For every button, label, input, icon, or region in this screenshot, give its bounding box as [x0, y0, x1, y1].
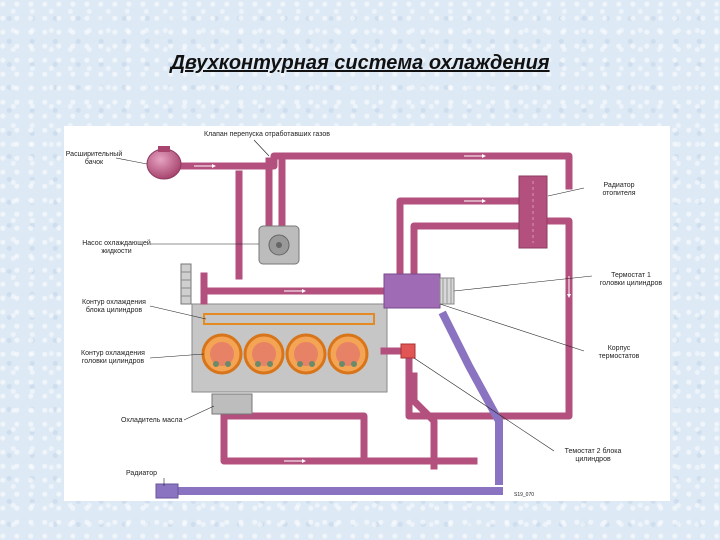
expansion-tank — [146, 146, 182, 180]
cylinder-2 — [243, 333, 285, 375]
cylinder-3 — [285, 333, 327, 375]
label-block-circuit: Контур охлаждения блока цилиндров — [74, 299, 154, 315]
label-heater-radiator: Радиатор отопителя — [584, 182, 654, 198]
label-heater-radiator-line1: Радиатор — [603, 182, 635, 189]
flow-arrows — [194, 154, 571, 463]
coolant-pump — [258, 225, 300, 265]
label-thermostat-1-line1: Термостат 1 — [611, 272, 651, 279]
cooling-system-diagram: Клапан перепуска отработавших газов Расш… — [64, 126, 670, 501]
label-head-circuit: Контур охлаждения головки цилиндров — [72, 350, 154, 366]
label-coolant-pump-line1: Насос охлаждающей — [82, 240, 151, 247]
thermostat-2 — [400, 343, 416, 359]
leader-lines — [115, 139, 593, 486]
label-thermostat-housing-line1: Корпус — [607, 345, 631, 352]
label-thermostat-housing: Корпус термостатов — [584, 345, 654, 361]
label-oil-cooler: Охладитель масла — [121, 417, 183, 424]
label-heater-radiator-line2: отопителя — [602, 190, 636, 197]
slide-title: Двухконтурная система охлаждения — [170, 52, 550, 74]
cylinder-4 — [327, 333, 369, 375]
label-expansion-tank-line1: Расширительный — [65, 151, 123, 158]
thermostat-housing — [383, 273, 455, 309]
engine-block — [191, 303, 388, 393]
label-figure-code: S19_070 — [514, 492, 535, 498]
label-bypass-valve: Клапан перепуска отработавших газов — [204, 131, 330, 138]
main-radiator — [155, 483, 179, 499]
label-thermostat-2-line2: цилиндров — [575, 456, 611, 463]
label-block-circuit-line1: Контур охлаждения — [82, 299, 146, 306]
label-thermostat-1-line2: головки цилиндров — [599, 280, 663, 287]
cold-coolant-pipes — [160, 310, 503, 495]
label-coolant-pump-line2: жидкости — [101, 248, 132, 255]
pulley — [180, 263, 192, 305]
label-radiator: Радиатор — [126, 470, 157, 477]
label-thermostat-housing-line2: термостатов — [598, 353, 640, 360]
label-head-circuit-line1: Контур охлаждения — [81, 350, 145, 357]
cooling-diagram-svg — [115, 139, 593, 499]
label-expansion-tank: Расширительный бачок — [64, 151, 124, 167]
cylinder-1 — [201, 333, 243, 375]
label-thermostat-2-line1: Темостат 2 блока — [564, 448, 622, 455]
label-head-circuit-line2: головки цилиндров — [81, 358, 145, 365]
label-block-circuit-line2: блока цилиндров — [85, 307, 143, 314]
label-coolant-pump: Насос охлаждающей жидкости — [79, 240, 154, 256]
oil-cooler — [211, 393, 253, 415]
label-thermostat-2: Темостат 2 блока цилиндров — [548, 448, 638, 464]
label-expansion-tank-line2: бачок — [84, 159, 104, 166]
heater-radiator — [518, 175, 548, 249]
label-thermostat-1: Термостат 1 головки цилиндров — [592, 272, 670, 288]
